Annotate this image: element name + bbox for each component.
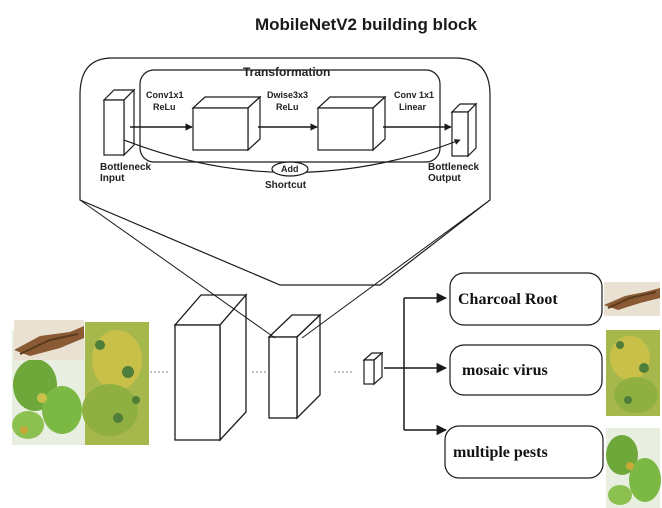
op3-label-1: Conv 1x1 xyxy=(394,90,434,100)
add-node xyxy=(271,161,309,177)
bottleneck-output-cube xyxy=(450,102,478,158)
op1-label-2: ReLu xyxy=(153,102,176,112)
op2-label-2: ReLu xyxy=(276,102,299,112)
bottleneck-input-label-2: Input xyxy=(100,173,125,184)
feature-layer-small xyxy=(362,351,384,386)
class-box-charcoal-root xyxy=(449,272,603,326)
building-block-frame xyxy=(79,57,491,286)
feature-layer-medium xyxy=(267,313,322,420)
op2-label-1: Dwise3x3 xyxy=(267,90,308,100)
input-image-root xyxy=(14,320,84,360)
diagram-title: MobileNetV2 building block xyxy=(255,15,478,34)
expansion-cube-2 xyxy=(316,95,387,152)
class-label-multiple-pests: multiple pests xyxy=(453,444,548,461)
bottleneck-output-label-2: Output xyxy=(428,173,461,184)
class-box-multiple-pests xyxy=(444,425,604,479)
shortcut-label: Shortcut xyxy=(265,180,307,191)
zoom-line-right xyxy=(301,199,491,339)
input-image-mosaic xyxy=(82,322,149,445)
add-label: Add xyxy=(281,164,299,174)
thumbnail-charcoal-root xyxy=(604,282,660,316)
class-label-mosaic-virus: mosaic virus xyxy=(462,362,548,379)
op3-label-2: Linear xyxy=(399,102,427,112)
transformation-frame xyxy=(139,69,441,163)
bottleneck-input-label-1: Bottleneck xyxy=(100,162,152,173)
zoom-line-left xyxy=(79,199,276,339)
op1-label-1: Conv1x1 xyxy=(146,90,184,100)
bottleneck-output-label-1: Bottleneck xyxy=(428,162,480,173)
class-box-mosaic-virus xyxy=(449,344,603,396)
feature-layer-large xyxy=(173,293,248,442)
thumbnail-multiple-pests xyxy=(606,428,661,508)
bottleneck-input-cube xyxy=(102,88,136,157)
thumbnail-mosaic-virus xyxy=(606,330,660,416)
transformation-label: Transformation xyxy=(243,65,330,79)
expansion-cube-1 xyxy=(191,95,262,152)
class-label-charcoal-root: Charcoal Root xyxy=(458,291,558,308)
